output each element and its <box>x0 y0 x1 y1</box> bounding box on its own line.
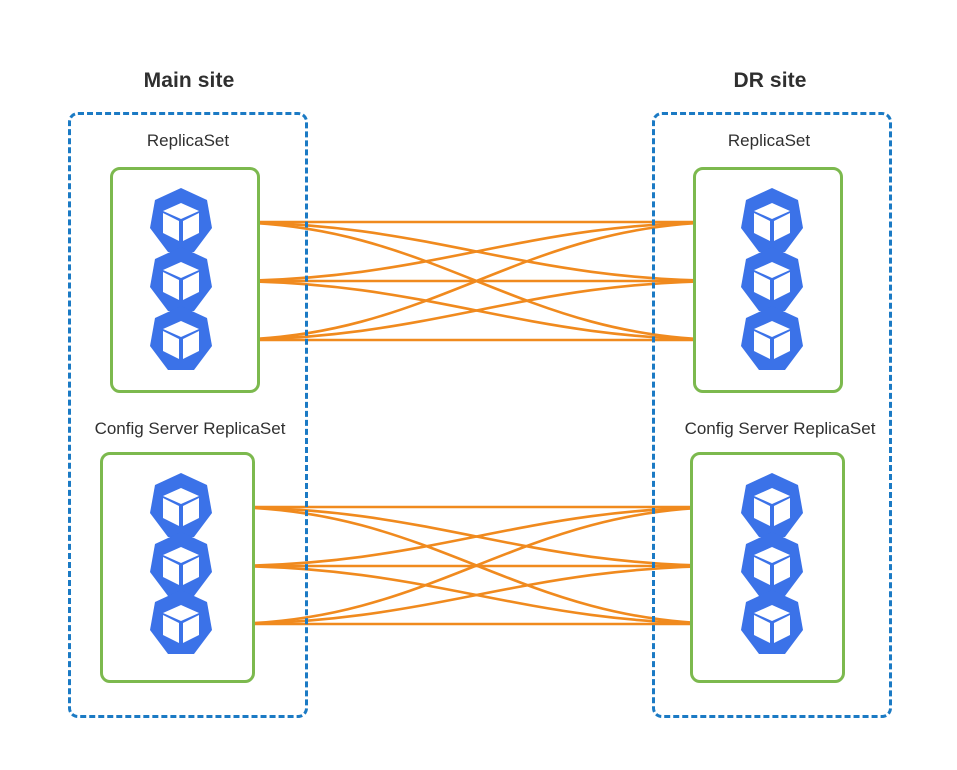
group-label-dr-configserver: Config Server ReplicaSet <box>684 419 876 438</box>
node-icon <box>149 531 213 601</box>
cube-icon <box>163 321 199 359</box>
cube-icon <box>754 488 790 526</box>
cube-icon <box>754 547 790 585</box>
heptagon-shape <box>741 590 803 654</box>
cube-icon <box>754 605 790 643</box>
heptagon-shape <box>741 532 803 596</box>
heptagon-shape <box>150 473 212 537</box>
heptagon-shape <box>741 473 803 537</box>
heptagon-shape <box>150 188 212 252</box>
site-title-dr: DR site <box>733 69 807 92</box>
group-label-dr-replicaset: ReplicaSet <box>727 131 811 150</box>
heptagon-shape <box>150 247 212 311</box>
node-icon <box>740 305 804 375</box>
cube-icon <box>163 262 199 300</box>
heptagon-shape <box>150 306 212 370</box>
cube-icon <box>754 321 790 359</box>
heptagon-shape <box>741 306 803 370</box>
heptagon-shape <box>150 532 212 596</box>
node-icon <box>740 187 804 257</box>
heptagon-shape <box>741 247 803 311</box>
heptagon-shape <box>150 590 212 654</box>
node-icon <box>740 246 804 316</box>
node-icon <box>740 589 804 659</box>
node-icon <box>740 531 804 601</box>
node-icon <box>149 589 213 659</box>
cube-icon <box>754 262 790 300</box>
site-boundary-dr <box>652 112 892 718</box>
node-icon <box>149 472 213 542</box>
node-icon <box>149 187 213 257</box>
heptagon-shape <box>741 188 803 252</box>
cube-icon <box>163 605 199 643</box>
node-icon <box>149 246 213 316</box>
cube-icon <box>754 203 790 241</box>
cube-icon <box>163 203 199 241</box>
site-boundary-main <box>68 112 308 718</box>
cube-icon <box>163 488 199 526</box>
node-icon <box>149 305 213 375</box>
site-title-main: Main site <box>143 69 235 92</box>
cube-icon <box>163 547 199 585</box>
node-icon <box>740 472 804 542</box>
group-label-main-replicaset: ReplicaSet <box>146 131 230 150</box>
group-label-main-configserver: Config Server ReplicaSet <box>94 419 286 438</box>
